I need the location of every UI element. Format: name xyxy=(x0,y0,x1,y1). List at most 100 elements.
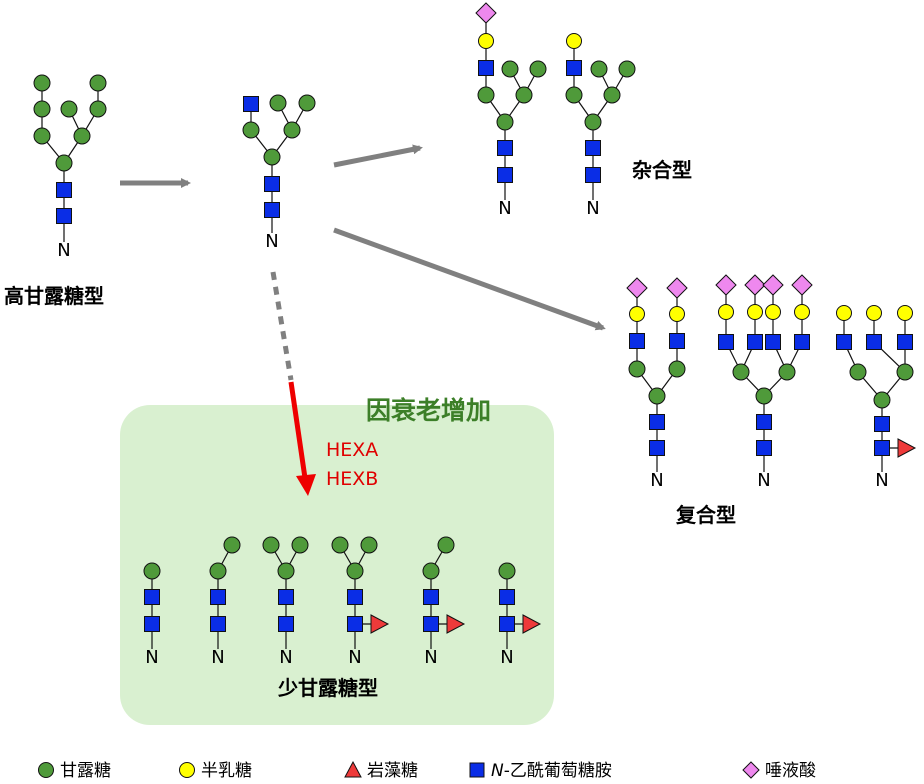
glcnac-node xyxy=(347,589,363,605)
glcnac-node xyxy=(56,208,72,224)
mannose-node xyxy=(331,536,349,554)
paucimannose-panel xyxy=(120,405,554,725)
legend-label: N-乙酰葡萄糖胺 xyxy=(491,761,612,781)
glcnac-node xyxy=(497,140,513,156)
n-terminal-label: N xyxy=(424,647,437,668)
sialic-acid-node xyxy=(762,274,784,296)
mannose-node xyxy=(590,60,608,78)
mannose-node xyxy=(277,562,295,580)
glcnac-node xyxy=(874,440,890,456)
legend-label: 甘露糖 xyxy=(60,761,111,781)
glcnac-node xyxy=(585,140,601,156)
n-terminal-label: N xyxy=(586,198,599,219)
dotted-arrow-segment xyxy=(270,271,294,381)
mannose-node xyxy=(515,86,533,104)
galactose-node xyxy=(478,33,494,49)
fucose-node xyxy=(370,614,390,634)
fucose-node xyxy=(897,438,917,458)
galactose-node xyxy=(669,306,685,322)
glcnac-node xyxy=(243,96,259,112)
sialic-acid-node xyxy=(666,277,688,299)
glcnac-node xyxy=(499,589,515,605)
glcnac-node xyxy=(278,616,294,632)
complex-label: 复合型 xyxy=(675,503,736,527)
mannose-node xyxy=(501,60,519,78)
mannose-node xyxy=(33,74,51,92)
legend-label: 唾液酸 xyxy=(765,761,816,781)
mannose-node xyxy=(269,94,287,112)
mannose-node xyxy=(437,536,455,554)
galactose-node xyxy=(747,304,763,320)
n-terminal-label: N xyxy=(57,240,70,261)
mannose-node xyxy=(668,360,686,378)
n-terminal-label: N xyxy=(498,198,511,219)
mannose-node xyxy=(298,94,316,112)
mannose-node xyxy=(209,562,227,580)
n-terminal-label: N xyxy=(875,470,888,491)
mannose-node xyxy=(143,562,161,580)
sialic-acid-node xyxy=(626,277,648,299)
mannose-legend-icon xyxy=(38,762,54,778)
mannose-node xyxy=(422,562,440,580)
glcnac-node xyxy=(264,176,280,192)
fucose-node xyxy=(522,614,542,634)
glcnac-node xyxy=(144,616,160,632)
legend-label: 半乳糖 xyxy=(201,761,252,781)
arrow-to-paucimannose-head xyxy=(296,474,316,496)
glcnac-node xyxy=(836,334,852,350)
mannose-node xyxy=(291,536,309,554)
mannose-node xyxy=(262,536,280,554)
legend-label: 岩藻糖 xyxy=(367,761,418,781)
glcnac-node xyxy=(210,616,226,632)
mannose-node xyxy=(496,113,514,131)
hexa-label: HEXA xyxy=(326,439,378,461)
galactose-node xyxy=(765,304,781,320)
glcnac-node xyxy=(756,440,772,456)
mannose-node xyxy=(89,100,107,118)
mannose-node xyxy=(263,148,281,166)
glcnac-node xyxy=(669,333,685,349)
paucimannose-label: 少甘露糖型 xyxy=(277,676,378,700)
glcnac-node xyxy=(210,589,226,605)
glcnac-node xyxy=(423,589,439,605)
legend-label-name: -乙酰葡萄糖胺 xyxy=(504,761,612,781)
glcnac-node xyxy=(718,334,734,350)
mannose-node xyxy=(873,391,891,409)
mannose-node xyxy=(648,387,666,405)
sialic-acid-node xyxy=(791,274,813,296)
mannose-node xyxy=(628,360,646,378)
glcnac-node xyxy=(756,414,772,430)
mannose-node xyxy=(33,100,51,118)
sialic-acid-node xyxy=(715,274,737,296)
mannose-node xyxy=(73,127,91,145)
glcnac-node xyxy=(264,202,280,218)
galactose-node xyxy=(897,305,913,321)
n-terminal-label: N xyxy=(500,647,513,668)
galactose-node xyxy=(866,305,882,321)
glcnac-node xyxy=(866,334,882,350)
n-terminal-label: N xyxy=(279,647,292,668)
glcnac-node xyxy=(497,167,513,183)
mannose-node xyxy=(223,536,241,554)
mannose-node xyxy=(618,60,636,78)
high-mannose-label: 高甘露糖型 xyxy=(4,284,104,308)
legend-item: 甘露糖 xyxy=(38,761,111,781)
glcnac-legend-icon xyxy=(469,762,485,778)
n-terminal-label: N xyxy=(211,647,224,668)
mannose-node xyxy=(584,113,602,131)
legend-item: 岩藻糖 xyxy=(344,760,418,781)
mannose-node xyxy=(89,74,107,92)
arrow-to-hybrid xyxy=(333,144,423,168)
mannose-node xyxy=(849,363,867,381)
mannose-node xyxy=(732,363,750,381)
legend-item: 半乳糖 xyxy=(179,761,252,781)
glcnac-node xyxy=(897,334,913,350)
mannose-node xyxy=(60,100,78,118)
legend-item: N-乙酰葡萄糖胺 xyxy=(469,761,612,781)
glcnac-node xyxy=(747,334,763,350)
fucose-legend-icon xyxy=(344,760,362,778)
galactose-node xyxy=(566,33,582,49)
legend: 甘露糖 半乳糖 岩藻糖 N-乙酰葡萄糖胺 唾液酸 xyxy=(38,760,816,781)
